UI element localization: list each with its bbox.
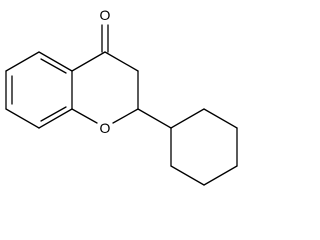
pyranone-ring [71, 51, 139, 124]
bond-c4-c3 [104, 51, 139, 72]
bond-benzene-inner-2 [40, 106, 67, 122]
bond-benzene-4 [5, 108, 40, 129]
carbonyl-oxygen-label: O [100, 7, 111, 23]
ring-oxygen-label: O [100, 120, 111, 136]
bond-benzene-6 [5, 51, 40, 72]
bond-cyclohexane-2 [203, 108, 238, 129]
bond-cyclohexane-1 [170, 108, 205, 129]
bond-cyclohexane-5 [170, 165, 205, 186]
benzene-ring [5, 51, 73, 129]
cyclohexane-ring [170, 108, 238, 186]
bond-o1-c8a [71, 108, 98, 124]
bond-c2-cyclohexyl [137, 108, 172, 129]
bond-benzene-3 [38, 108, 73, 129]
carbonyl-group [101, 24, 109, 53]
chemical-structure-diagram: O O [5, 7, 238, 186]
bond-benzene-inner-1 [40, 58, 67, 74]
bond-c4a-c4 [71, 51, 106, 72]
bond-cyclohexane-4 [203, 165, 238, 186]
bond-benzene-1 [38, 51, 73, 72]
bond-c2-o1 [112, 108, 139, 124]
